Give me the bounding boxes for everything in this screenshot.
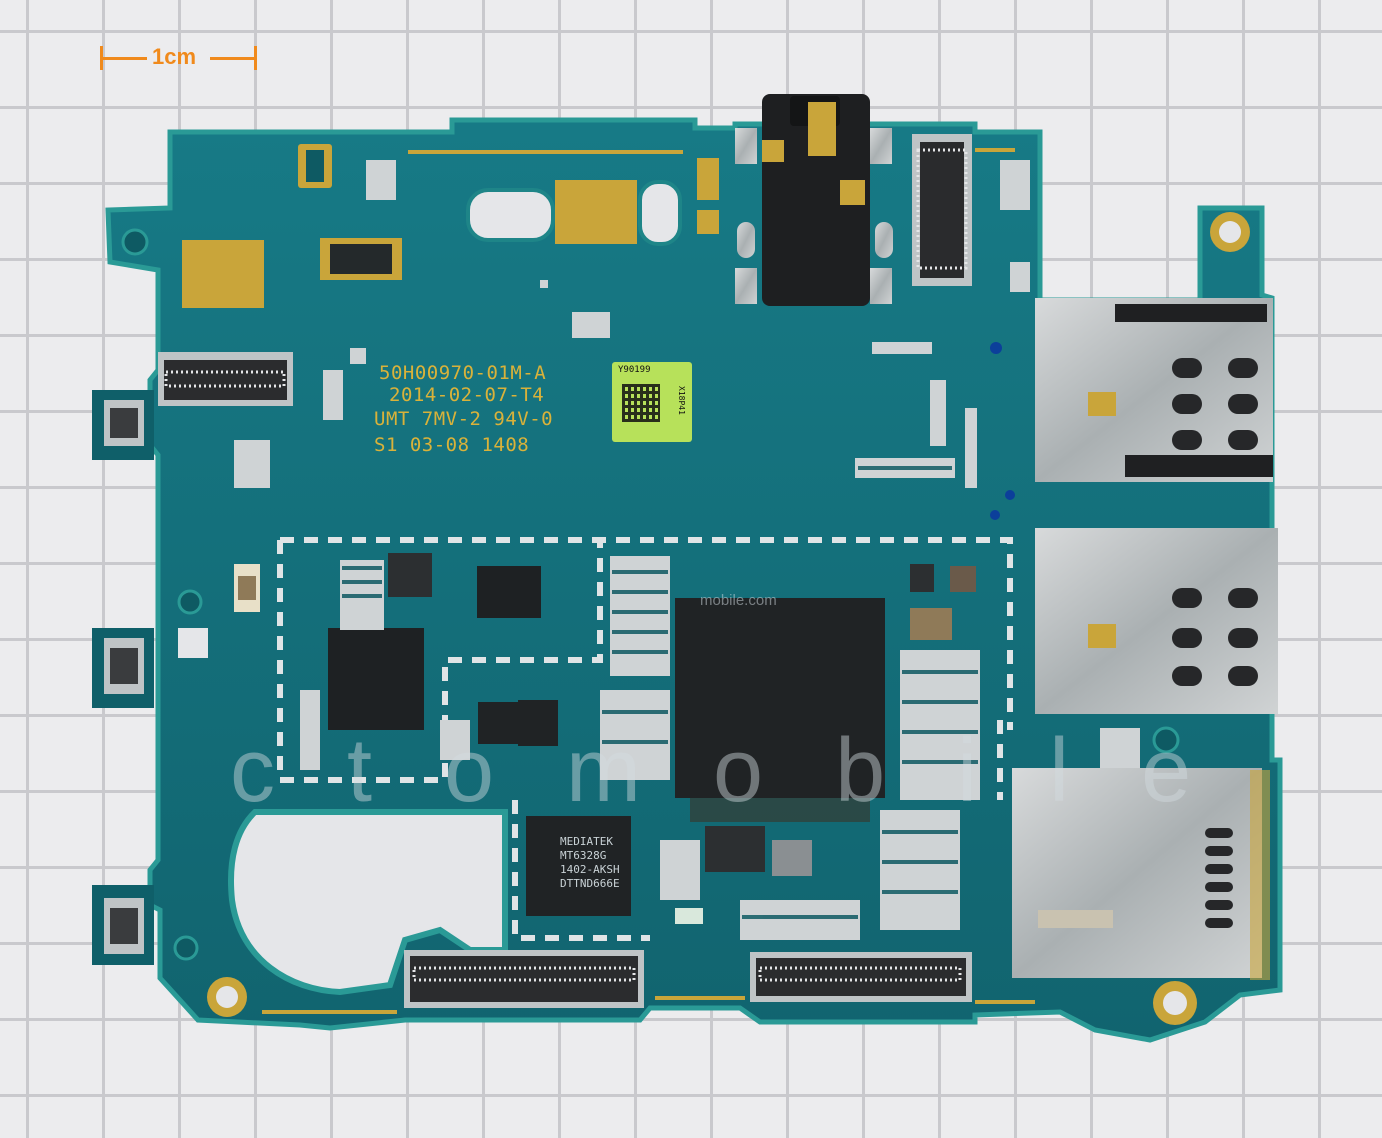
silkscreen-line-3: UMT 7MV-2 94V-0 <box>374 408 554 430</box>
chip-marking-line-4: DTTND666E <box>560 877 620 890</box>
watermark-text: ctomobile <box>230 721 1264 821</box>
vias <box>990 342 1015 520</box>
watermark-url: mobile.com <box>700 592 777 609</box>
silkscreen-line-4: S1 03-08 1408 <box>374 434 530 456</box>
sim-card-slots <box>1035 298 1278 714</box>
component-texture <box>342 466 978 919</box>
silkscreen-line-1: 50H00970-01M-A <box>379 362 547 384</box>
sticker-code: Y90199 <box>618 365 651 375</box>
chip-marking-line-2: MT6328G <box>560 849 607 862</box>
chip-marking-line-1: MEDIATEK <box>560 835 613 848</box>
side-buttons <box>92 390 260 965</box>
scale-bar: 1cm <box>100 44 260 72</box>
scale-bar-label: 1cm <box>152 44 197 69</box>
headphone-jack <box>735 94 893 306</box>
chip-marking: MEDIATEK MT6328G 1402-AKSH DTTND666E <box>560 835 620 891</box>
chip-marking-line-3: 1402-AKSH <box>560 863 620 876</box>
sticker-side-code: X18P41 <box>677 386 686 415</box>
pcb-cutout <box>228 809 508 996</box>
mounting-holes <box>121 212 1250 1025</box>
connectors <box>158 134 972 1008</box>
microsd-slot <box>1012 768 1270 980</box>
silkscreen-line-2: 2014-02-07-T4 <box>389 384 545 406</box>
chips <box>328 553 976 924</box>
qr-code-icon <box>622 384 660 422</box>
barcode-sticker: Y90199 X18P41 <box>612 362 692 442</box>
gold-pads <box>182 144 1035 1014</box>
